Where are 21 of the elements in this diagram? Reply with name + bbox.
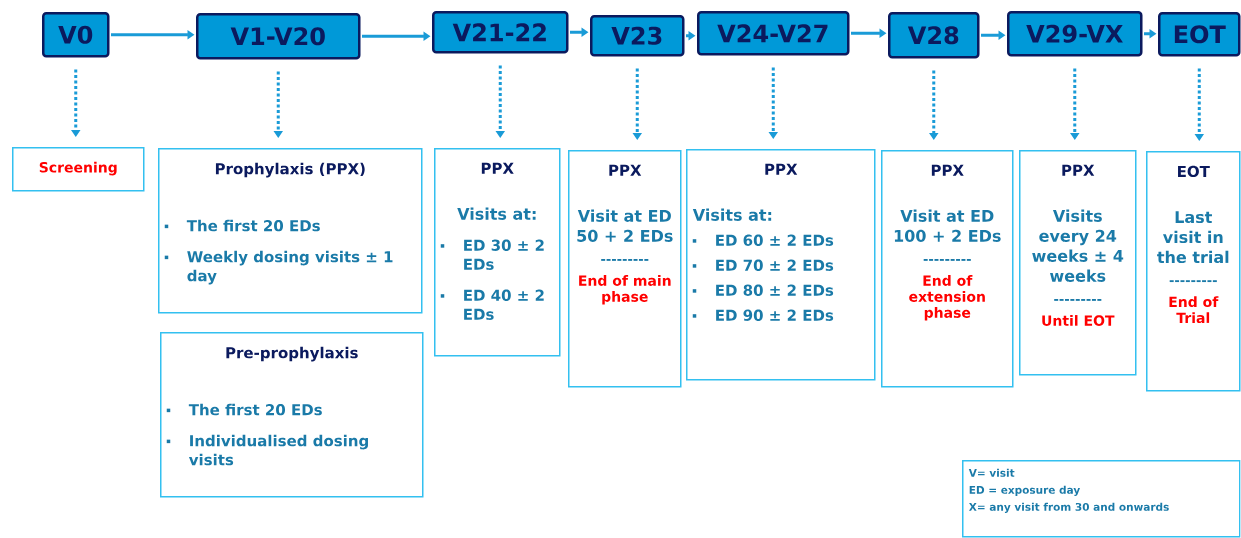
visit-box: V0	[42, 12, 110, 58]
phase-box: EOT Last visit in the trial --------- End of Trial	[1146, 151, 1241, 392]
phase-box: PPX Visits every 24 weeks ± 4 weeks --------- Until EOT	[1019, 150, 1137, 376]
phase-box: Pre-prophylaxis The first 20 EDs Individualised dosing visits	[160, 332, 424, 498]
visit-box: EOT	[1158, 12, 1241, 57]
visit-box: V23	[590, 15, 685, 57]
arrow	[929, 70, 939, 140]
visit-box: V28	[888, 12, 980, 59]
arrow	[71, 69, 81, 137]
phase-box: Screening	[12, 147, 145, 192]
phase-box: PPX Visit at ED 100 + 2 EDs --------- End of extension phase	[881, 150, 1014, 388]
key-box: V= visit ED = exposure day X= any visit from 30 and onwards	[962, 460, 1241, 538]
phase-box: PPX Visits at: ED 30 ± 2 EDs ED 40 ± 2 EDs	[434, 148, 561, 357]
phase-box: PPX Visit at ED 50 + 2 EDs --------- End of main phase	[568, 150, 682, 388]
visit-box: V1-V20	[196, 13, 361, 60]
phase-box: Prophylaxis (PPX) The first 20 EDs Weekly dosing visits ± 1 day	[158, 148, 423, 314]
visit-box: V24-V27	[697, 11, 850, 56]
visit-box: V21-22	[432, 11, 569, 54]
arrow	[1070, 68, 1080, 140]
visit-box: V29-VX	[1007, 11, 1143, 57]
phase-box: PPX Visits at: ED 60 ± 2 EDs ED 70 ± 2 EDs ED 80 ± 2 EDs ED 90 ± 2 EDs	[686, 149, 876, 381]
